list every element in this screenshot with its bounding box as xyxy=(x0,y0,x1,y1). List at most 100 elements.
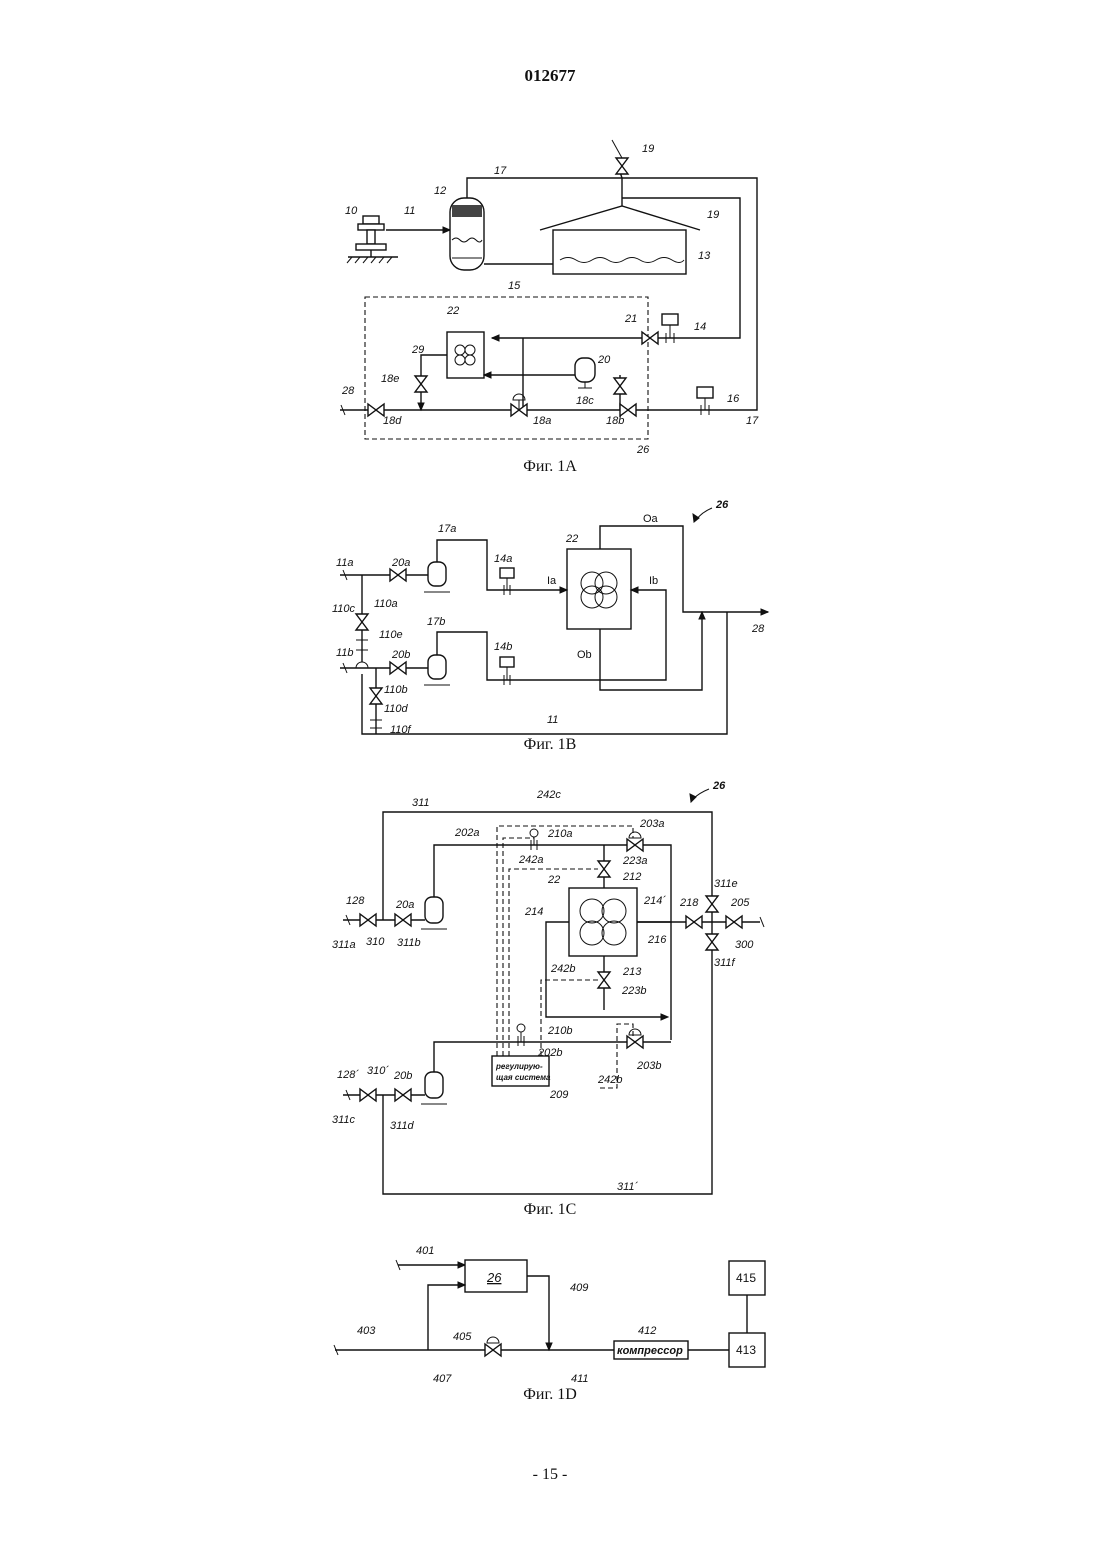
valve-405 xyxy=(485,1337,501,1356)
block-415: 415 xyxy=(729,1261,765,1295)
label-14a: 14a xyxy=(494,553,512,565)
label-311a: 311a xyxy=(332,939,356,951)
block-413: 413 xyxy=(729,1333,765,1367)
valve-311d xyxy=(395,1089,411,1101)
caption-fig-1d: Фиг. 1D xyxy=(0,1386,1100,1404)
label-21: 21 xyxy=(624,313,637,325)
valve-110c xyxy=(356,614,368,630)
valve-311b xyxy=(395,914,411,926)
unit-22 xyxy=(569,888,637,956)
valve-311e xyxy=(706,896,718,912)
valve-18e xyxy=(415,376,427,392)
label-17: 17 xyxy=(746,415,759,427)
valve-311c xyxy=(360,1089,376,1101)
label-407: 407 xyxy=(433,1373,452,1385)
label-18e: 18e xyxy=(381,373,399,385)
label-209: 209 xyxy=(549,1089,568,1101)
label-18d: 18d xyxy=(383,415,402,427)
label-403: 403 xyxy=(357,1325,376,1337)
meter-14a xyxy=(500,568,514,595)
line-11 xyxy=(362,612,727,734)
label-17b: 17b xyxy=(427,616,445,628)
valve-110b xyxy=(390,662,406,674)
label-311d: 311d xyxy=(390,1120,415,1132)
separator-vessel xyxy=(450,198,484,270)
label-28: 28 xyxy=(341,385,355,397)
label-110a: 110a xyxy=(374,598,398,610)
label-28: 28 xyxy=(751,623,765,635)
label-oa: Oa xyxy=(643,513,659,525)
label-ib: Ib xyxy=(649,575,658,587)
label-203b: 203b xyxy=(636,1060,661,1072)
label-20a: 20a xyxy=(395,899,414,911)
label-405: 405 xyxy=(453,1331,472,1343)
figure-1b: 26 11a 20a 110a 110c 110e 11b 20b 110b 1… xyxy=(0,495,1100,750)
control-box-line1: регулирую- xyxy=(495,1062,543,1071)
label-128: 128 xyxy=(346,895,365,907)
label-202b: 202b xyxy=(537,1047,562,1059)
label-26: 26 xyxy=(712,780,726,792)
scrubber-20a xyxy=(424,562,450,592)
label-11a: 11a xyxy=(336,557,354,569)
valve-21 xyxy=(642,332,658,344)
line-409 xyxy=(527,1276,549,1348)
label-210b: 210b xyxy=(547,1025,572,1037)
meter-210a xyxy=(530,829,538,850)
label-13: 13 xyxy=(698,250,711,262)
block-415-label: 415 xyxy=(736,1271,756,1285)
label-110b: 110b xyxy=(384,684,408,696)
caption-fig-1a: Фиг. 1A xyxy=(0,458,1100,476)
label-17-top: 17 xyxy=(494,165,507,177)
label-223b: 223b xyxy=(621,985,646,997)
label-311c: 311c xyxy=(332,1114,356,1126)
label-11: 11 xyxy=(547,714,558,726)
valve-110a xyxy=(390,569,406,581)
label-14: 14 xyxy=(694,321,706,333)
label-216: 216 xyxy=(647,934,667,946)
label-18a: 18a xyxy=(533,415,551,427)
label-19-vent: 19 xyxy=(642,143,654,155)
label-409: 409 xyxy=(570,1282,588,1294)
label-300: 300 xyxy=(735,939,754,951)
label-213: 213 xyxy=(622,966,642,978)
scrubber-20b xyxy=(421,1072,447,1104)
label-19: 19 xyxy=(707,209,719,221)
scrubber-20a xyxy=(421,897,447,929)
label-311: 311 xyxy=(412,797,430,809)
block-26-label: 26 xyxy=(486,1270,502,1285)
block-413-label: 413 xyxy=(736,1343,756,1357)
valve-18a xyxy=(511,394,527,416)
label-14b: 14b xyxy=(494,641,512,653)
label-15: 15 xyxy=(508,280,521,292)
line-29 xyxy=(421,355,447,410)
valve-203a xyxy=(627,832,643,851)
label-210a: 210a xyxy=(547,828,572,840)
label-12: 12 xyxy=(434,185,446,197)
label-205: 205 xyxy=(730,897,750,909)
valve-203b xyxy=(627,1029,643,1048)
valve-18c xyxy=(614,378,626,394)
label-10: 10 xyxy=(345,205,358,217)
figure-1c: 26 регулирую- щая система xyxy=(0,772,1100,1200)
unit-22 xyxy=(567,549,631,629)
page-number: - 15 - xyxy=(0,1466,1100,1484)
valve-110d xyxy=(370,688,382,704)
valve-223a xyxy=(598,861,610,877)
label-223a: 223a xyxy=(622,855,647,867)
label-214: 214 xyxy=(524,906,543,918)
label-202a: 202a xyxy=(454,827,479,839)
label-ia: Ia xyxy=(547,575,557,587)
label-411: 411 xyxy=(571,1373,589,1385)
unit-22 xyxy=(447,332,484,378)
valve-223b xyxy=(598,972,610,988)
figure-1a: 10 11 12 17 19 19 13 15 22 21 14 29 20 1… xyxy=(0,130,1100,460)
figure-1d: 26 компрессор 413 415 401 409 403 405 41… xyxy=(0,1236,1100,1386)
label-311f: 311f xyxy=(714,957,736,969)
label-310: 310 xyxy=(366,936,385,948)
label-128-prime: 128´ xyxy=(337,1069,359,1081)
control-box-line2: щая система xyxy=(496,1073,551,1082)
label-18c: 18c xyxy=(576,395,594,407)
label-311e: 311e xyxy=(714,878,738,890)
label-22: 22 xyxy=(565,533,578,545)
label-311-prime: 311´ xyxy=(617,1181,639,1193)
